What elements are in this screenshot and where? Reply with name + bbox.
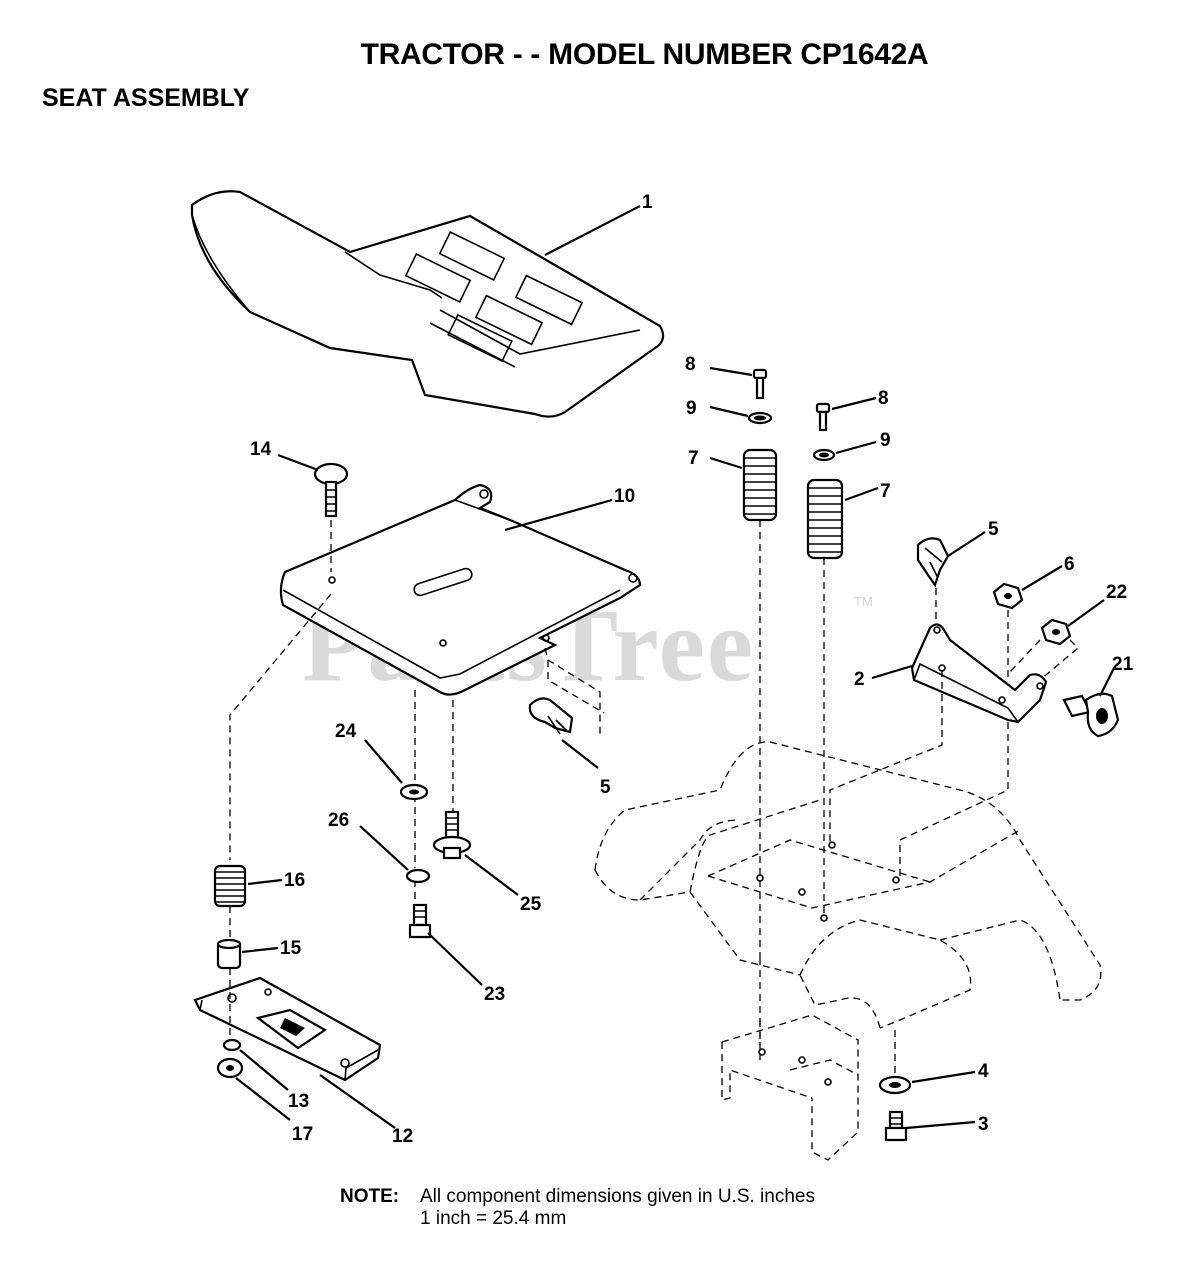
spring-part-7-left[interactable]	[742, 448, 778, 522]
clip-part-right[interactable]	[916, 537, 950, 588]
callout-9-right: 9	[880, 430, 891, 451]
callout-7-right: 7	[880, 481, 891, 502]
lock-washer-part[interactable]	[405, 868, 431, 884]
callout-8-left: 8	[685, 354, 696, 375]
bolt-part-8-right[interactable]	[815, 402, 831, 432]
callout-14: 14	[250, 439, 272, 460]
bracket-plate-part[interactable]	[193, 976, 382, 1082]
note-label: NOTE:	[340, 1186, 400, 1207]
shoulder-bolt-part[interactable]	[432, 810, 472, 860]
callout-6: 6	[1064, 554, 1075, 575]
washer-part-4[interactable]	[878, 1075, 912, 1095]
callout-23: 23	[484, 984, 505, 1005]
watermark-trademark: TM	[854, 594, 873, 609]
callout-12: 12	[392, 1126, 413, 1147]
callout-21: 21	[1112, 654, 1134, 675]
footnote: NOTE: All component dimensions given in U…	[340, 1186, 815, 1230]
washer-part-9-right[interactable]	[812, 448, 836, 462]
lock-washer-part-13[interactable]	[222, 1038, 242, 1052]
section-subtitle: SEAT ASSEMBLY	[42, 84, 250, 112]
page-title: TRACTOR - - MODEL NUMBER CP1642A	[360, 38, 929, 71]
spring-part-16[interactable]	[213, 864, 247, 908]
spacer-part[interactable]	[216, 938, 242, 970]
callout-24: 24	[335, 721, 357, 742]
callout-1: 1	[642, 192, 653, 213]
hex-bolt-part-3[interactable]	[884, 1110, 908, 1142]
carriage-bolt-part[interactable]	[313, 462, 349, 518]
clip-part-left[interactable]	[528, 697, 574, 735]
tractor-frame-outline	[594, 741, 1102, 1161]
callout-15: 15	[280, 938, 302, 959]
callout-13: 13	[288, 1091, 309, 1112]
washer-part-9-left[interactable]	[747, 411, 773, 425]
callout-8-right: 8	[878, 388, 889, 409]
seat-part[interactable]	[190, 190, 665, 418]
callout-7-left: 7	[688, 448, 699, 469]
callout-3: 3	[978, 1114, 989, 1135]
nut-part-22[interactable]	[1040, 618, 1072, 646]
callout-26: 26	[328, 810, 349, 831]
callout-10: 10	[614, 486, 635, 507]
nut-part-6[interactable]	[992, 582, 1024, 610]
note-line-2: 1 inch = 25.4 mm	[420, 1208, 567, 1229]
callout-25: 25	[520, 894, 542, 915]
callout-9-left: 9	[686, 398, 697, 419]
callout-4: 4	[978, 1061, 989, 1082]
callout-22: 22	[1106, 582, 1127, 603]
bracket-part-2[interactable]	[910, 623, 1048, 724]
hex-bolt-part-23[interactable]	[408, 903, 432, 939]
seat-pan-part[interactable]	[279, 483, 642, 696]
spring-part-7-right[interactable]	[806, 478, 844, 560]
bolt-part-8-left[interactable]	[752, 368, 768, 400]
nut-part-17[interactable]	[216, 1057, 244, 1079]
note-line-1: All component dimensions given in U.S. i…	[420, 1186, 815, 1207]
knob-part[interactable]	[1062, 692, 1120, 738]
callout-17: 17	[292, 1124, 313, 1145]
callout-5-left: 5	[600, 777, 611, 798]
callout-2: 2	[854, 669, 865, 690]
callout-5-right: 5	[988, 519, 999, 540]
callout-16: 16	[284, 870, 305, 891]
